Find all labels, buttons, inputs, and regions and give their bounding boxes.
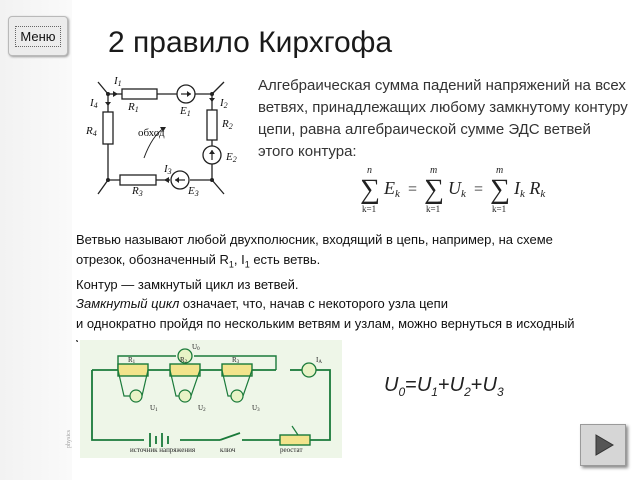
menu-button[interactable]: Меню (8, 16, 68, 56)
label-key: ключ (220, 446, 236, 454)
label-u2: U2 (198, 404, 206, 413)
emf-e1 (176, 84, 196, 104)
kirchhoff-formula: n k=1 m k=1 m k=1 ∑ ∑ ∑ Ek Uk Ik Rk = = (360, 165, 546, 214)
bypass-arrowhead (160, 127, 166, 132)
sum3-lower: k=1 (492, 204, 506, 214)
label-r1: R1 (128, 356, 136, 365)
resistor-r2 (206, 109, 218, 141)
equals-1: = (408, 181, 417, 198)
resistor-r3 (119, 174, 157, 186)
label-i1: I1 (113, 75, 122, 88)
left-sidebar (0, 0, 72, 480)
voltmeter-u2 (178, 389, 192, 403)
paragraph-branch: Ветвью называют любой двухполюсник, вход… (76, 232, 553, 270)
next-slide-button[interactable] (580, 424, 626, 466)
label-i2: I2 (219, 97, 228, 110)
label-r2: R2 (221, 118, 233, 131)
resistor-r3 (221, 363, 253, 377)
current-arrow-i1 (113, 91, 118, 97)
svg-text:physics: physics (66, 429, 72, 448)
resistor-r1 (121, 88, 158, 100)
label-rheostat: реостат (280, 446, 303, 454)
sum3-symbol: ∑ (490, 174, 510, 205)
sum3-upper: m (496, 165, 503, 176)
slide-title: 2 правило Кирхгофа (108, 26, 393, 59)
menu-button-label: Меню (15, 25, 61, 47)
resistor-r1 (117, 363, 149, 377)
current-arrow-i4 (105, 102, 111, 106)
label-u0: U0 (192, 343, 200, 352)
sum2-upper: m (430, 165, 437, 176)
paragraph-closed-cycle: Замкнутый цикл означает, что, начав с не… (76, 296, 448, 312)
current-arrow-i2 (209, 98, 215, 102)
label-i3: I3 (163, 163, 172, 176)
resistor-r4 (102, 111, 114, 145)
sum2-lower: k=1 (426, 204, 440, 214)
label-u1: U1 (150, 404, 158, 413)
side-watermark: physics (62, 342, 74, 452)
resistor-r2 (169, 363, 201, 377)
term-ir: Ik Rk (513, 178, 546, 200)
label-bypass: обход (138, 127, 165, 139)
sum1-symbol: ∑ (360, 174, 380, 205)
emf-e2 (202, 145, 222, 165)
label-u3: U3 (252, 404, 260, 413)
sum1-upper: n (367, 165, 372, 176)
term-u: Uk (448, 178, 467, 200)
label-e2: E2 (225, 151, 237, 164)
voltmeter-u0 (177, 348, 193, 364)
label-e1: E1 (179, 105, 191, 118)
label-r4: R4 (85, 125, 97, 138)
sum1-lower: k=1 (362, 204, 376, 214)
sum2-symbol: ∑ (424, 174, 444, 205)
label-r3: R3 (131, 185, 143, 198)
emf-e3 (170, 170, 190, 190)
series-circuit-diagram: U0 R1 R2 R3 U1 U2 U3 IA источник напряже… (80, 340, 342, 458)
play-next-icon (595, 434, 614, 456)
voltage-sum-formula: U0=U1+U2+U3 (384, 374, 504, 399)
label-source: источник напряжения (130, 446, 196, 454)
equals-2: = (474, 181, 483, 198)
label-r1: R1 (127, 101, 139, 114)
label-r3: R3 (232, 356, 240, 365)
voltmeter-u3 (230, 389, 244, 403)
battery-icon (149, 433, 169, 447)
label-e3: E3 (187, 185, 199, 198)
paragraph-contour: Контур — замкнутый цикл из ветвей. (76, 276, 299, 292)
rheostat-icon (279, 434, 311, 446)
label-ia: IA (316, 356, 322, 365)
current-arrow-i3 (164, 177, 169, 183)
kirchhoff-circuit-diagram: I1 I2 I3 I4 R1 R2 R3 R4 E1 E2 E3 обход (85, 75, 237, 198)
ammeter (301, 362, 317, 378)
paragraph-return: и однократно пройдя по нескольким ветвям… (76, 315, 575, 342)
switch-icon (219, 432, 241, 441)
voltmeter-u1 (129, 389, 143, 403)
label-r2: R2 (180, 356, 188, 365)
label-i4: I4 (89, 97, 98, 110)
rule-definition: Алгебраическая сумма падений напряжений … (258, 77, 628, 160)
term-e: Ek (383, 178, 401, 200)
body-text: Ветвью называют любой двухполюсник, вход… (76, 230, 596, 342)
